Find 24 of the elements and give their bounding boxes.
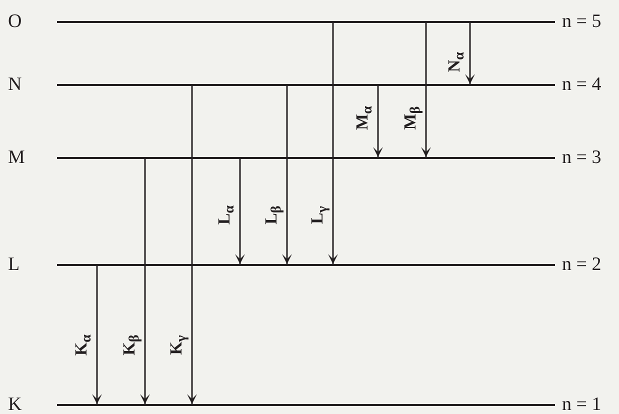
transition-arrow (373, 86, 383, 157)
energy-level-line (57, 84, 555, 86)
shell-label: N (8, 75, 22, 95)
quantum-number-label: n = 1 (562, 395, 602, 414)
shell-label: L (8, 255, 20, 275)
energy-level-line (57, 264, 555, 266)
quantum-number-label: n = 3 (562, 148, 602, 168)
quantum-number-label: n = 5 (562, 12, 602, 32)
transition-arrow (328, 23, 338, 264)
shell-label: K (8, 395, 22, 414)
quantum-number-label: n = 4 (562, 75, 602, 95)
energy-level-line (57, 404, 555, 406)
shell-label: O (8, 12, 22, 32)
energy-level-line (57, 157, 555, 159)
shell-label: M (8, 148, 25, 168)
transition-arrow (235, 159, 245, 264)
transition-arrow (421, 23, 431, 157)
transition-arrow (140, 159, 150, 404)
transition-arrow (282, 86, 292, 264)
quantum-number-label: n = 2 (562, 255, 602, 275)
transition-arrow (187, 86, 197, 404)
energy-level-line (57, 21, 555, 23)
transition-arrow (92, 266, 102, 404)
transition-arrow (465, 23, 475, 84)
